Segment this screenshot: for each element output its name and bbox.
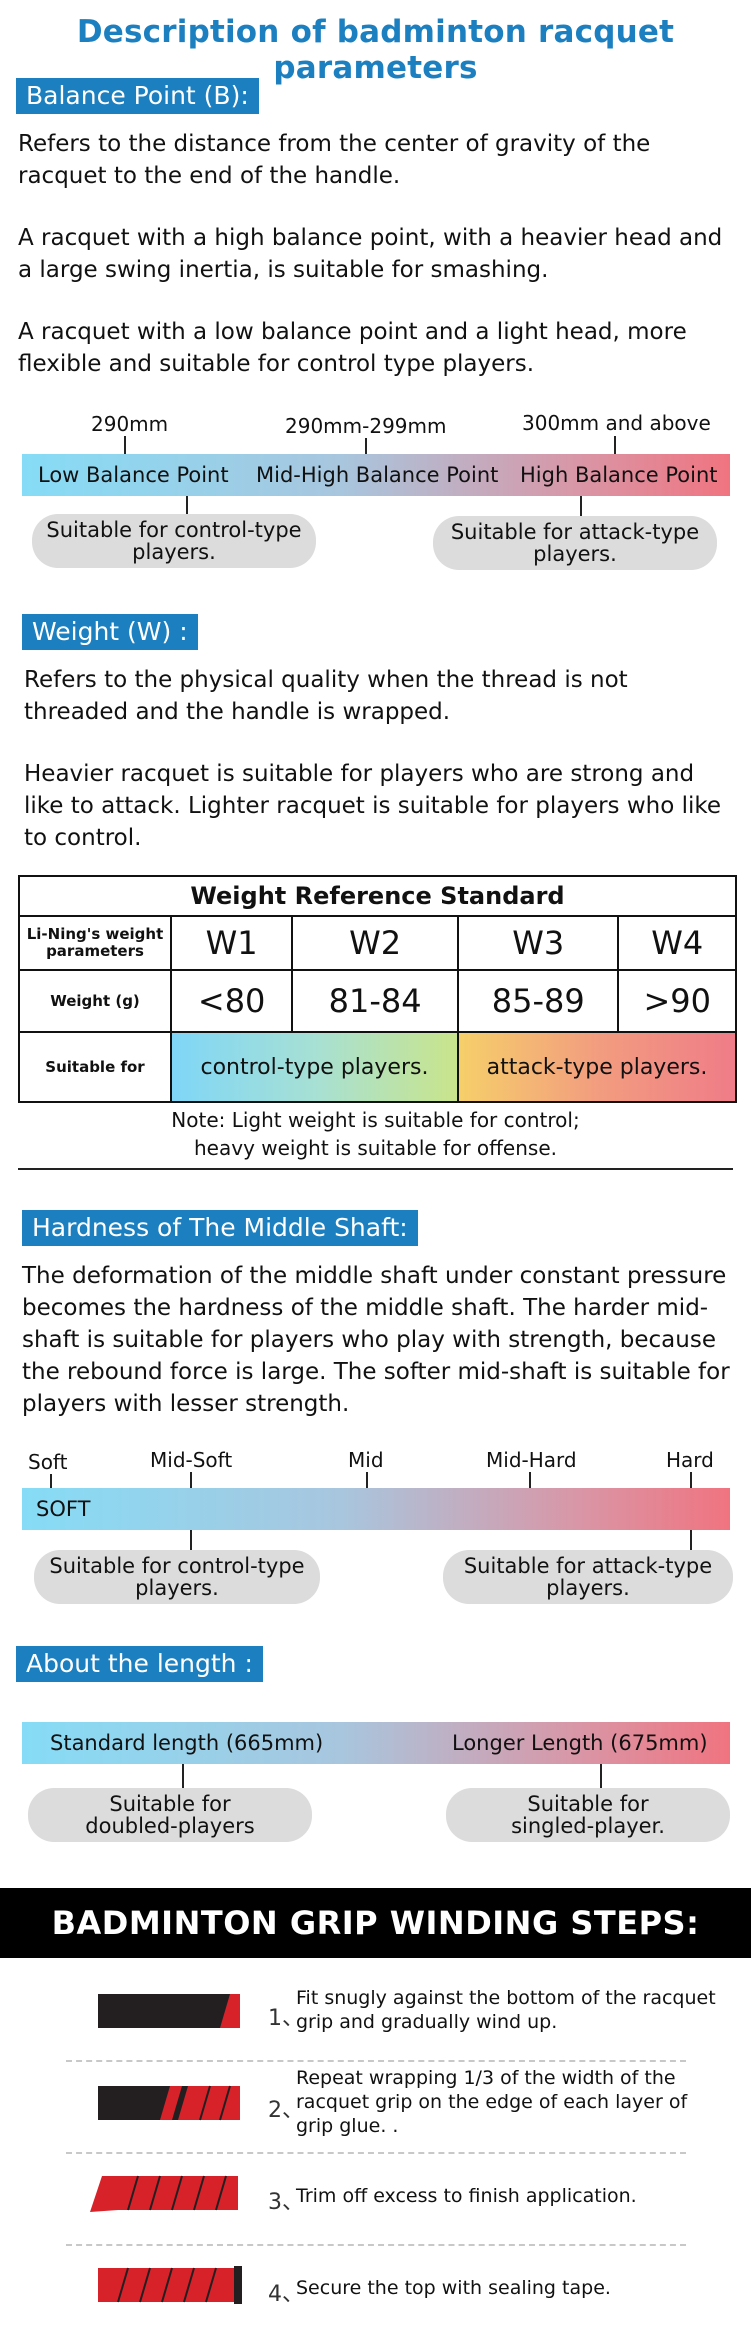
shaft-bar-soft-label: SOFT	[36, 1497, 91, 1521]
weight-suitable-control: control-type players.	[170, 1031, 459, 1103]
weight-reference-table: Weight Reference Standard Li-Ning's weig…	[18, 875, 738, 1103]
balance-marker-290-299: 290mm-299mm	[285, 414, 447, 438]
length-connector-right	[600, 1764, 602, 1790]
shaft-scale-hard: Hard	[666, 1448, 714, 1472]
grip-step-3-illustration	[90, 2175, 238, 2212]
grip-step-2-text: Repeat wrapping 1/3 of the width of the …	[296, 2067, 688, 2137]
grip-step-divider-2	[66, 2152, 686, 2154]
grip-step-1-illustration	[98, 1994, 240, 2028]
shaft-paragraph: The deformation of the middle shaft unde…	[22, 1263, 730, 1417]
shaft-tick-hard	[690, 1472, 692, 1492]
shaft-tick-soft	[50, 1474, 52, 1492]
section-divider	[18, 1168, 733, 1170]
weight-paragraph-2: Heavier racquet is suitable for players …	[24, 761, 722, 851]
balance-paragraph-3: A racquet with a low balance point and a…	[18, 319, 687, 377]
shaft-scale-soft: Soft	[28, 1450, 68, 1474]
grip-step-1-number: 1、	[268, 2006, 304, 2031]
balance-paragraph-2: A racquet with a high balance point, wit…	[18, 225, 723, 283]
high-balance-label: High Balance Point	[520, 463, 718, 487]
weight-paragraph-1: Refers to the physical quality when the …	[24, 667, 628, 725]
balance-tick-low	[124, 436, 126, 456]
grip-step-4-number: 4、	[268, 2282, 304, 2307]
length-connector-left	[182, 1764, 184, 1790]
weight-class-w2: W2	[291, 915, 459, 971]
weight-table-title: Weight Reference Standard	[18, 875, 737, 917]
weight-section-tag: Weight (W) :	[22, 614, 198, 650]
shaft-connector-right	[690, 1530, 692, 1552]
weight-grams-w1: <80	[169, 969, 294, 1033]
grip-steps-banner: BADMINTON GRIP WINDING STEPS:	[0, 1888, 751, 1958]
grip-step-divider-3	[66, 2244, 686, 2246]
shaft-tick-mid-soft	[190, 1472, 192, 1492]
low-balance-label: Low Balance Point	[38, 463, 229, 487]
standard-length-label: Standard length (665mm)	[50, 1731, 324, 1755]
shaft-gradient-bar: SOFT	[22, 1488, 730, 1530]
weight-class-w1: W1	[169, 915, 294, 971]
shaft-section-tag: Hardness of The Middle Shaft:	[22, 1210, 418, 1246]
weight-grams-w4: >90	[617, 969, 737, 1033]
weight-row-header-grams: Weight (g)	[18, 969, 172, 1033]
grip-step-1-text: Fit snugly against the bottom of the rac…	[296, 1987, 716, 2033]
weight-row-header-params: Li-Ning's weight parameters	[18, 915, 172, 971]
shaft-scale-mid: Mid	[348, 1448, 384, 1472]
shaft-tick-mid-hard	[529, 1472, 531, 1492]
grip-step-2-number: 2、	[268, 2098, 304, 2123]
shaft-scale-mid-soft: Mid-Soft	[150, 1448, 233, 1472]
grip-step-4-text: Secure the top with sealing tape.	[296, 2277, 611, 2299]
weight-class-w3: W3	[456, 915, 620, 971]
mid-high-balance-label: Mid-High Balance Point	[256, 463, 499, 487]
length-gradient-bar: Standard length (665mm) Longer Length (6…	[22, 1722, 730, 1764]
balance-gradient-bar: Low Balance Point Mid-High Balance Point…	[22, 454, 730, 496]
weight-suitable-attack: attack-type players.	[456, 1031, 738, 1103]
page-title: Description of badminton racquet paramet…	[76, 14, 675, 86]
balance-connector-right	[580, 496, 582, 516]
balance-paragraph-1: Refers to the distance from the center o…	[18, 131, 651, 189]
weight-note: Note: Light weight is suitable for contr…	[171, 1108, 580, 1160]
shaft-connector-left	[190, 1530, 192, 1552]
grip-step-2-illustration	[98, 2085, 240, 2121]
shaft-scale-mid-hard: Mid-Hard	[486, 1448, 577, 1472]
balance-marker-300-above: 300mm and above	[522, 411, 711, 435]
balance-section-tag: Balance Point (B):	[16, 78, 259, 114]
grip-step-3-number: 3、	[268, 2190, 304, 2215]
grip-step-divider-1	[66, 2060, 686, 2062]
balance-marker-290: 290mm	[91, 412, 169, 436]
weight-grams-w2: 81-84	[291, 969, 459, 1033]
balance-connector-left	[186, 496, 188, 516]
weight-grams-w3: 85-89	[456, 969, 620, 1033]
longer-length-label: Longer Length (675mm)	[452, 1731, 708, 1755]
shaft-tick-mid	[366, 1472, 368, 1492]
balance-tick-high	[614, 436, 616, 456]
grip-step-4-illustration	[98, 2266, 242, 2304]
grip-step-3-text: Trim off excess to finish application.	[296, 2185, 637, 2207]
length-section-tag: About the length :	[16, 1646, 263, 1682]
weight-class-w4: W4	[617, 915, 737, 971]
balance-tick-mid	[365, 438, 367, 456]
weight-row-header-suitable: Suitable for	[18, 1031, 172, 1103]
